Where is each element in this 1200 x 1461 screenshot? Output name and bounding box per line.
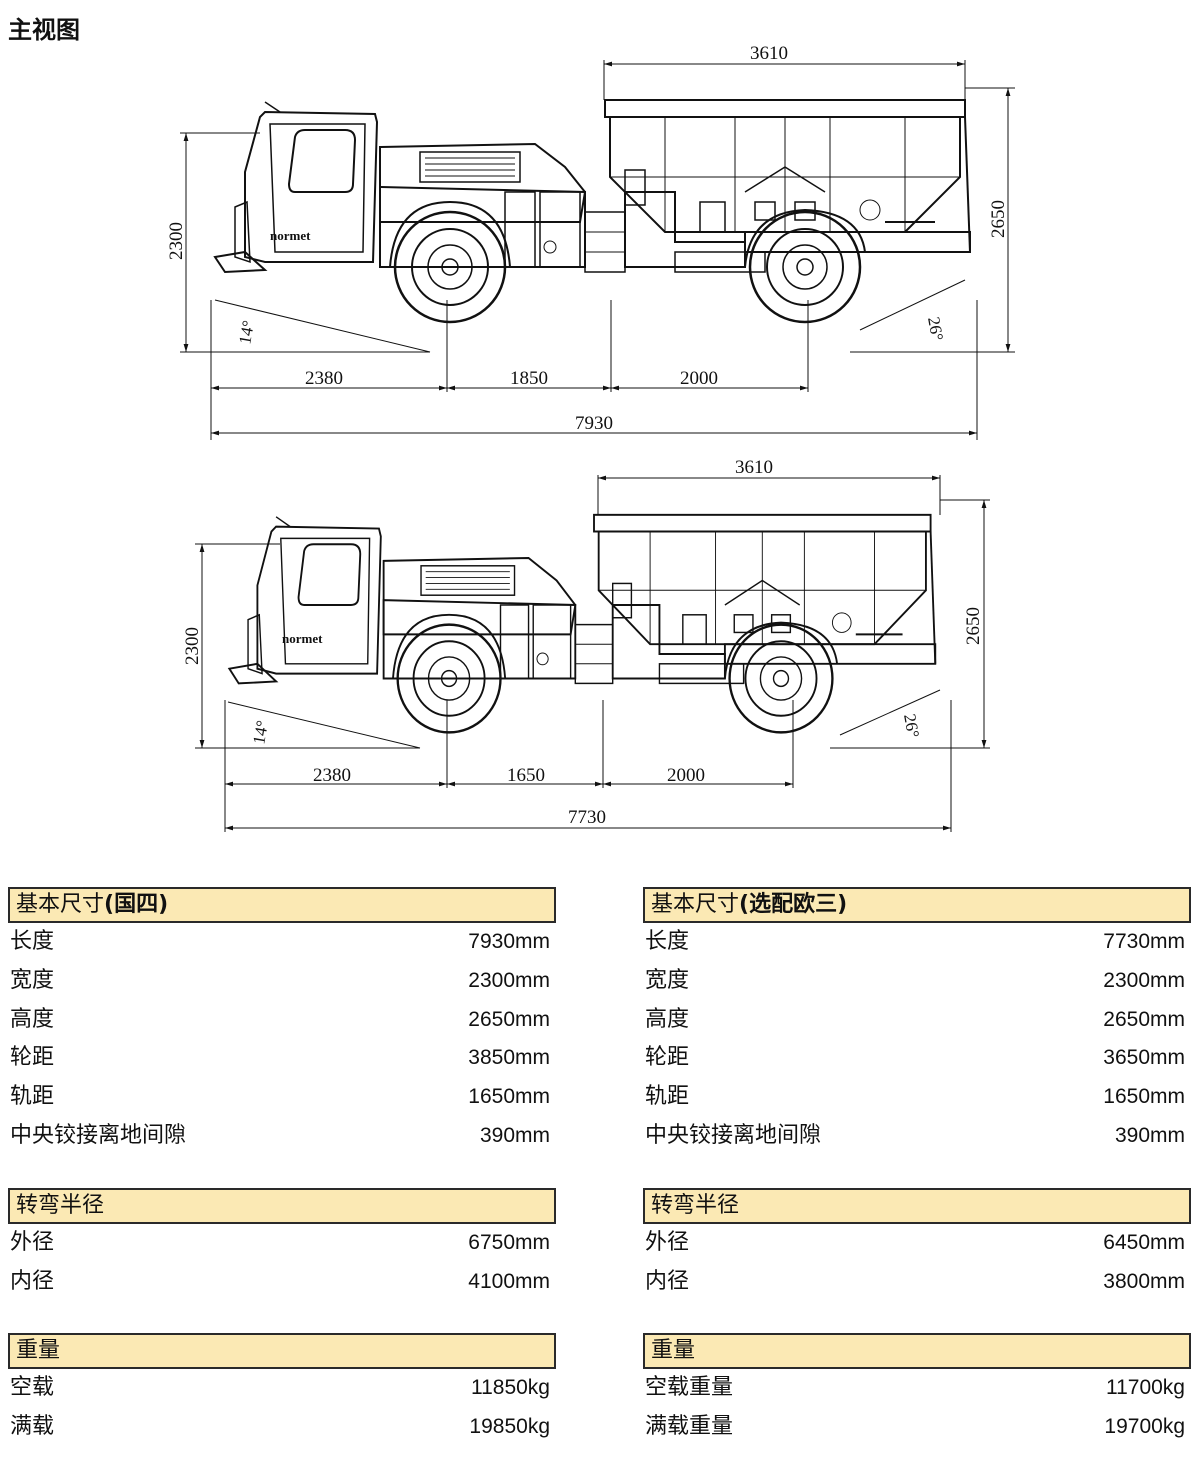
spec-value: 19700kg (1104, 1415, 1185, 1439)
spec-value: 2650mm (1103, 1007, 1185, 1031)
spec-value: 3800mm (1103, 1269, 1185, 1293)
spec-value: 11850kg (470, 1376, 550, 1400)
spec-row: 空载 11850kg (8, 1369, 556, 1408)
spec-value: 1650mm (468, 1085, 550, 1109)
weight-rows: 空载重量 11700kg 满载重量 19700kg (643, 1369, 1191, 1447)
turn-rows: 外径 6450mm 内径 3800mm (643, 1224, 1191, 1302)
dim-mid: 1650 (507, 765, 545, 786)
spec-value: 7730mm (1103, 930, 1185, 953)
spec-value: 6750mm (468, 1230, 550, 1254)
spec-label: 宽度 (645, 967, 690, 993)
spec-row: 高度 2650mm (643, 1001, 1191, 1040)
dim-front: 2380 (313, 765, 351, 786)
spec-row: 外径 6450mm (643, 1224, 1191, 1263)
spec-label: 外径 (645, 1229, 690, 1255)
spec-row: 内径 4100mm (8, 1263, 556, 1302)
spec-label: 高度 (645, 1006, 690, 1032)
dim-total: 7730 (568, 807, 606, 828)
spec-label: 满载 (10, 1414, 55, 1440)
angle-rear: 26° (924, 315, 947, 342)
spec-value: 2300mm (468, 968, 550, 992)
spec-row: 空载重量 11700kg (643, 1369, 1191, 1408)
dim-mid: 1850 (510, 368, 548, 389)
spec-row: 轨距 1650mm (643, 1078, 1191, 1117)
basic-rows: 长度 7730mm 宽度 2300mm 高度 2650mm 轮距 3650mm 轨距 1650mm… (643, 923, 1191, 1156)
page-title: 主视图 (8, 16, 80, 44)
logo-text: normet (282, 631, 323, 646)
dim-front: 2380 (305, 368, 343, 389)
spec-row: 宽度 2300mm (8, 962, 556, 1001)
weight-rows: 空载 11850kg 满载 19850kg (8, 1369, 556, 1447)
section-header-weight: 重量 (8, 1333, 556, 1370)
spec-row: 满载 19850kg (8, 1408, 556, 1447)
spec-value: 19850kg (469, 1415, 550, 1439)
angle-rear: 26° (900, 712, 923, 739)
spec-row: 轮距 3650mm (643, 1039, 1191, 1078)
dim-width: 2300 (166, 222, 187, 260)
logo-text: normet (270, 228, 311, 243)
spec-label: 轨距 (10, 1084, 55, 1110)
spec-row: 中央铰接离地间隙 390mm (8, 1117, 556, 1156)
drawing-top: normet 3610 2300 2650 2380 1850 2000 793… (166, 43, 1015, 440)
spec-row: 外径 6750mm (8, 1224, 556, 1263)
spec-row: 宽度 2300mm (643, 962, 1191, 1001)
spec-value: 7930mm (468, 930, 550, 953)
spec-label: 内径 (645, 1268, 690, 1294)
section-header-weight: 重量 (643, 1333, 1191, 1370)
spec-value: 11700kg (1105, 1376, 1185, 1400)
spec-row: 轮距 3850mm (8, 1039, 556, 1078)
spec-label: 宽度 (10, 967, 55, 993)
dim-height: 2650 (988, 200, 1009, 238)
drawing-bottom: normet 3610 2300 2650 2380 1650 2000 773… (182, 457, 990, 832)
spec-label: 内径 (10, 1268, 55, 1294)
spec-value: 6450mm (1103, 1230, 1185, 1254)
angle-front: 14° (249, 719, 272, 746)
spec-row: 长度 7930mm (8, 923, 556, 962)
spec-value: 3850mm (468, 1046, 550, 1070)
section-header-turn: 转弯半径 (643, 1187, 1191, 1224)
spec-value: 390mm (479, 1123, 550, 1147)
truck-drawings: normet 3610 2300 2650 2380 1850 2000 793… (166, 43, 1015, 832)
spec-value: 3650mm (1103, 1046, 1185, 1070)
dim-rear: 2000 (667, 765, 705, 786)
spec-row: 内径 3800mm (643, 1263, 1191, 1302)
spec-label: 空载 (10, 1375, 55, 1401)
spec-row: 中央铰接离地间隙 390mm (643, 1117, 1191, 1156)
basic-rows: 长度 7930mm 宽度 2300mm 高度 2650mm 轮距 3850mm 轨距 1650mm… (8, 923, 556, 1156)
section-header-basic: 基本尺寸(国四) (8, 887, 556, 923)
spec-label: 长度 (645, 929, 690, 954)
spec-column-right: 基本尺寸(选配欧三) 长度 7730mm 宽度 2300mm 高度 2650mm 轮距 365… (643, 887, 1191, 1447)
dim-total: 7930 (575, 413, 613, 434)
spec-column-left: 基本尺寸(国四) 长度 7930mm 宽度 2300mm 高度 2650mm 轮距 3850m… (8, 887, 556, 1447)
turn-rows: 外径 6750mm 内径 4100mm (8, 1224, 556, 1302)
spec-value: 1650mm (1103, 1085, 1185, 1109)
spec-row: 轨距 1650mm (8, 1078, 556, 1117)
spec-label: 轮距 (645, 1045, 690, 1071)
spec-value: 2650mm (468, 1007, 550, 1031)
spec-row: 长度 7730mm (643, 923, 1191, 962)
spec-row: 满载重量 19700kg (643, 1408, 1191, 1447)
spec-value: 2300mm (1103, 968, 1185, 992)
spec-label: 空载重量 (645, 1375, 734, 1401)
dim-width: 2300 (182, 627, 203, 665)
spec-label: 满载重量 (645, 1414, 734, 1440)
spec-label: 长度 (10, 929, 55, 954)
dim-rear: 2000 (680, 368, 718, 389)
spec-label: 高度 (10, 1006, 55, 1032)
dim-hopper: 3610 (750, 43, 788, 64)
spec-label: 中央铰接离地间隙 (645, 1122, 822, 1148)
angle-front: 14° (235, 319, 258, 346)
spec-value: 390mm (1114, 1123, 1185, 1147)
spec-row: 高度 2650mm (8, 1001, 556, 1040)
spec-label: 轨距 (645, 1084, 690, 1110)
spec-value: 4100mm (468, 1269, 550, 1293)
spec-label: 外径 (10, 1229, 55, 1255)
dim-height: 2650 (963, 607, 984, 645)
spec-label: 中央铰接离地间隙 (10, 1122, 187, 1148)
spec-label: 轮距 (10, 1045, 55, 1071)
section-header-turn: 转弯半径 (8, 1187, 556, 1224)
section-header-basic: 基本尺寸(选配欧三) (643, 887, 1191, 923)
dim-hopper: 3610 (735, 457, 773, 478)
